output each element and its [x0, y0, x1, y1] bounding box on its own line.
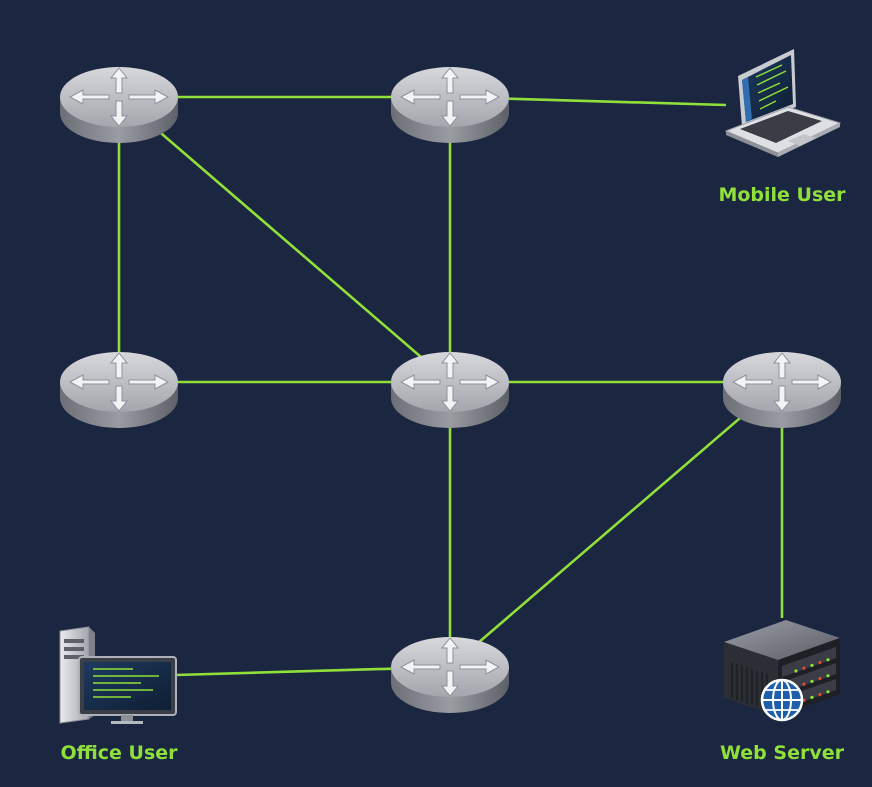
web-server-label: Web Server	[720, 742, 844, 764]
link-r1-r4	[118, 96, 451, 383]
router-center-icon	[390, 351, 510, 429]
nodes-layer	[59, 49, 842, 724]
web-server-icon	[724, 620, 840, 722]
link-r5-r6	[449, 381, 783, 668]
router-top-middle-icon	[390, 66, 510, 144]
office-user-label: Office User	[60, 742, 178, 764]
mobile-user-laptop-icon	[724, 49, 842, 157]
mobile-user-label: Mobile User	[718, 184, 846, 206]
router-middle-left-icon	[59, 351, 179, 429]
router-bottom-middle-icon	[390, 636, 510, 714]
router-middle-right-icon	[722, 351, 842, 429]
router-top-left-icon	[59, 66, 179, 144]
office-user-desktop-icon	[59, 626, 177, 724]
